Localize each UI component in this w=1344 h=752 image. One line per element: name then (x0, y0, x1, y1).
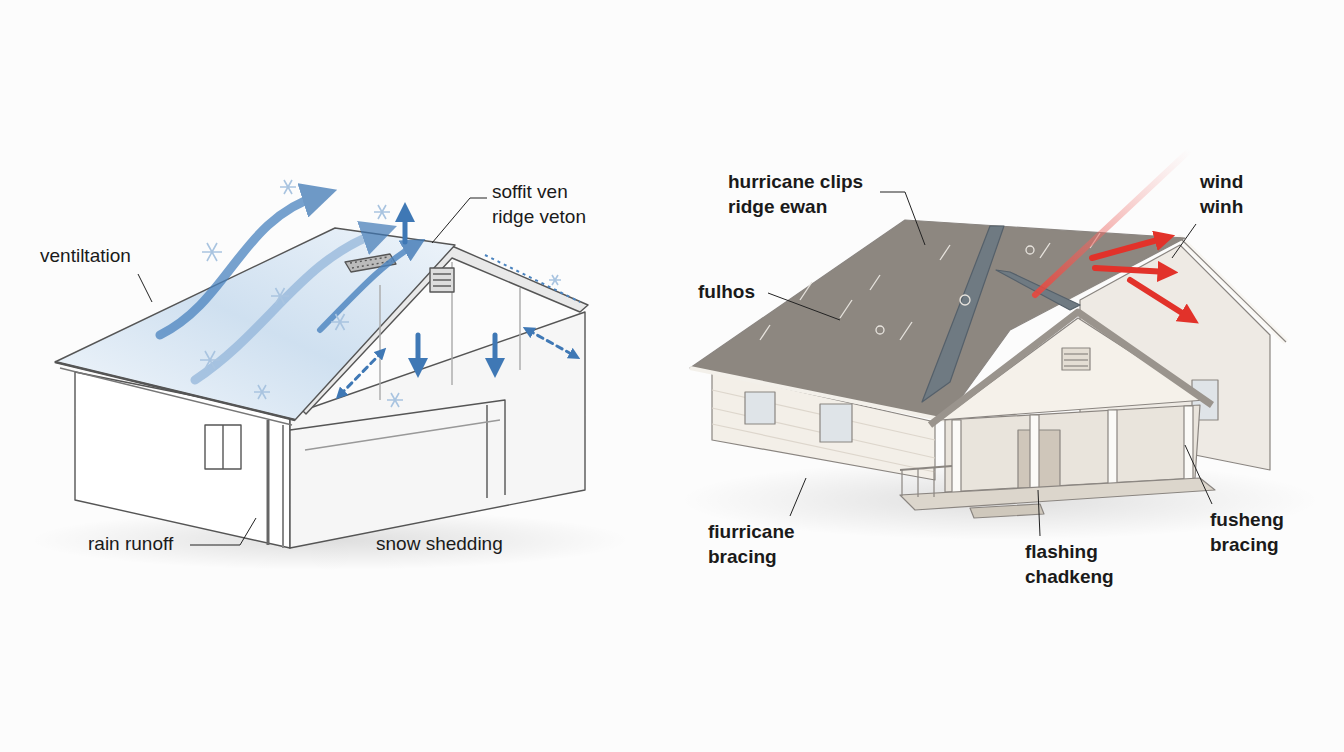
storm-house (745, 392, 775, 424)
ventilated-house (267, 420, 270, 545)
storm-house (1064, 353, 1088, 354)
wind-arrow (1035, 150, 1190, 295)
airflow-arrow (320, 245, 415, 330)
storm-house (690, 368, 945, 420)
callout-label: fiurricane bracing (708, 520, 818, 569)
ventilated-house (305, 420, 500, 450)
ventilated-house (60, 368, 292, 425)
airflow-arrow (493, 335, 498, 368)
ventilated-house (205, 425, 241, 469)
callout-label: fulhos (698, 280, 798, 305)
storm-house (945, 405, 1200, 492)
storm-house (952, 420, 961, 496)
storm-house (1030, 415, 1039, 493)
wind-arrow (1092, 238, 1165, 258)
snowflake (374, 205, 390, 219)
snowflake (331, 314, 349, 330)
leader-line (880, 192, 925, 245)
callout-label: flashing chadkeng (1025, 540, 1125, 589)
leader-line (1038, 490, 1040, 536)
ventilated-house (486, 405, 487, 498)
wind-arrow (1095, 268, 1168, 272)
hail-streak (840, 300, 852, 318)
storm-house (970, 504, 1044, 518)
snowflake (280, 180, 296, 194)
snowflake (387, 393, 403, 407)
callout-label: fusheng bracing (1210, 508, 1305, 557)
callout-label: hurricane clips ridge ewan (728, 170, 893, 219)
airflow-arrow (195, 232, 380, 380)
hail-streak (1026, 246, 1034, 254)
ventilated-house (379, 285, 380, 400)
storm-house (900, 466, 952, 470)
storm-house (690, 220, 1286, 518)
hail-streak (800, 282, 812, 300)
airflow-arrow (416, 335, 421, 368)
leader-line (1172, 224, 1196, 258)
hail-streak (760, 325, 770, 340)
airflow-arrow (340, 352, 382, 395)
ventilated-house (55, 362, 295, 420)
snowflake (254, 385, 270, 399)
ventilated-house (519, 288, 520, 370)
leader-line (790, 478, 806, 516)
callout-label: snow shedding (376, 532, 546, 557)
callout-label: wind winh (1200, 170, 1260, 219)
storm-house (917, 469, 918, 497)
airflow-arrow (160, 195, 320, 335)
hail-streak (960, 295, 970, 305)
snowflake (549, 275, 561, 285)
hail-streak (900, 322, 912, 340)
ventilated-house (290, 400, 505, 495)
leader-line (768, 293, 840, 320)
storm-house (900, 478, 1215, 510)
callout-label: ventiltation (40, 244, 180, 269)
storm-house (1108, 410, 1117, 488)
leader-line (138, 274, 152, 302)
airflow-arrow (528, 330, 575, 356)
snowflake (202, 243, 222, 261)
ventilated-house (282, 425, 284, 548)
ventilated-house (433, 285, 451, 286)
snowflake (271, 288, 289, 304)
leader-line (1185, 445, 1212, 504)
ventilated-house (433, 279, 451, 280)
leader-line (432, 198, 487, 243)
hail-streak (876, 326, 884, 334)
hail-streak (760, 233, 1100, 340)
ventilated-house (222, 425, 223, 469)
storm-house (901, 470, 902, 496)
hail-streak (940, 245, 950, 260)
hail-streak (1040, 243, 1050, 258)
snowflake (200, 351, 220, 369)
leader-line (138, 192, 1212, 545)
storm-house (1064, 359, 1088, 360)
ventilated-house (55, 228, 588, 548)
wind-arrow (1035, 150, 1190, 318)
ventilated-house (433, 273, 451, 274)
wind-arrow (1130, 280, 1190, 318)
storm-house (1062, 348, 1090, 370)
hail-streak (870, 275, 880, 290)
storm-house (933, 468, 934, 497)
leader-line (190, 518, 256, 545)
storm-house (1184, 406, 1193, 482)
storm-house (930, 312, 1212, 425)
ventilated-house (485, 255, 580, 302)
ventilated-house (430, 268, 454, 292)
storm-house (820, 404, 852, 442)
callout-label: rain runoff (88, 532, 228, 557)
storm-house (1064, 365, 1088, 366)
airflow-arrow (403, 212, 408, 242)
callout-label: soffit ven ridge veton (492, 180, 607, 229)
